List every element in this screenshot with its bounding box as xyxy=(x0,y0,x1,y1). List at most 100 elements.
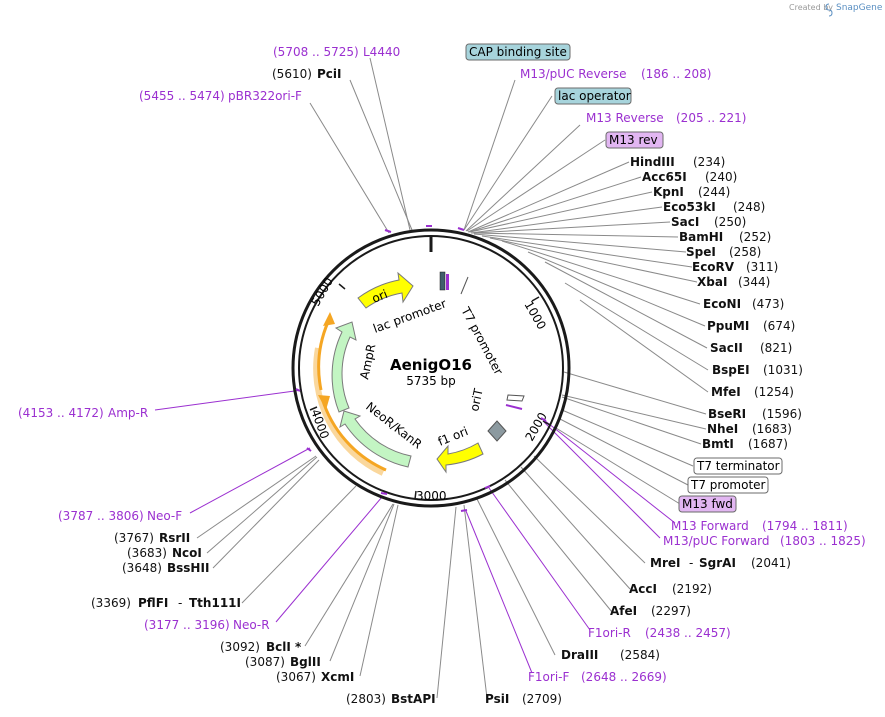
primer-m13puc-rev-name: M13/pUC Reverse xyxy=(520,67,627,81)
enzyme-sgrai-name: SgrAI xyxy=(699,556,736,570)
outer-orange-halo xyxy=(313,347,385,476)
primer-m13puc-fwd-range: (1803 .. 1825) xyxy=(780,534,866,548)
m13-rev-label: M13 rev xyxy=(609,133,658,147)
enzyme-ppumi-pos: (674) xyxy=(763,319,795,333)
lac-operator-box[interactable]: lac operator xyxy=(554,87,632,105)
enzyme-xbai-pos: (344) xyxy=(738,275,770,289)
cap-site-marker[interactable] xyxy=(439,271,446,291)
plasmid-name: AenigO16 xyxy=(390,356,472,374)
enzyme-sacii-name: SacII xyxy=(710,341,743,355)
enzyme-bamhi-pos: (252) xyxy=(739,230,771,244)
enzyme-xcmi-pos: (3067) xyxy=(276,670,316,684)
primer-l4440-name: L4440 xyxy=(363,45,400,59)
enzyme-mfei-pos: (1254) xyxy=(754,385,794,399)
enzyme-acc65i-name: Acc65I xyxy=(642,170,687,184)
enzyme-saci-pos: (250) xyxy=(714,215,746,229)
enzyme-kpni-pos: (244) xyxy=(698,185,730,199)
enzyme-acc65i-pos: (240) xyxy=(705,170,737,184)
enzyme-xcmi-name: XcmI xyxy=(321,670,354,684)
enzyme-pflfi-name: PflFI xyxy=(138,596,168,610)
feature-f1-ori-label: f1 ori xyxy=(436,424,470,449)
enzyme-nhei-name: NheI xyxy=(707,422,738,436)
enzyme-bcli-name: BclI * xyxy=(266,640,302,654)
primer-m13-forward-range: (1794 .. 1811) xyxy=(762,519,848,533)
enzyme-spei-name: SpeI xyxy=(686,245,716,259)
orange-arrowhead-upper xyxy=(323,312,335,326)
enzyme-hindiii-name: HindIII xyxy=(630,155,675,169)
orit-marker[interactable] xyxy=(487,420,507,442)
primer-l4440-range: (5708 .. 5725) xyxy=(273,45,359,59)
t7-promoter-box[interactable]: T7 promoter xyxy=(687,476,769,494)
enzyme-bmti-name: BmtI xyxy=(702,437,734,451)
feature-orit-label: oriT xyxy=(467,387,486,413)
feature-ori-label: ori xyxy=(370,287,390,306)
enzyme-draiii-name: DraIII xyxy=(561,648,598,662)
enzyme-pcii-name: PciI xyxy=(317,67,342,81)
cap-binding-site-box[interactable]: CAP binding site xyxy=(465,43,571,61)
enzyme-mrei-sep: - xyxy=(689,556,693,570)
enzyme-bglii-name: BglII xyxy=(290,655,321,669)
primer-f1ori-f-name: F1ori-F xyxy=(528,670,569,684)
primer-neo-r-range: (3177 .. 3196) xyxy=(144,618,230,632)
enzyme-saci-name: SacI xyxy=(671,215,699,229)
cap-binding-site-label: CAP binding site xyxy=(469,45,567,59)
m13-fwd-marker[interactable] xyxy=(505,404,523,410)
m13-fwd-label: M13 fwd xyxy=(682,497,733,511)
leader-pcii xyxy=(349,79,413,231)
primer-m13-reverse-name: M13 Reverse xyxy=(586,111,664,125)
enzyme-mfei-name: MfeI xyxy=(711,385,741,399)
leader-lines xyxy=(196,57,709,699)
plasmid-size: 5735 bp xyxy=(406,374,456,388)
t7-terminator-box[interactable]: T7 terminator xyxy=(693,457,783,475)
credit-brand[interactable]: SnapGene xyxy=(836,3,883,13)
tick-label-2000: 2000 xyxy=(522,410,549,443)
primer-m13puc-rev-range: (186 .. 208) xyxy=(641,67,711,81)
enzyme-pflfi-pos: (3369) xyxy=(91,596,131,610)
primer-site-marks xyxy=(295,225,547,512)
enzyme-bstapi-pos: (2803) xyxy=(346,692,386,706)
enzyme-acci-pos: (2192) xyxy=(672,582,712,596)
feature-ampr-label: AmpR xyxy=(357,343,378,381)
enzyme-bsshii-pos: (3648) xyxy=(122,561,162,575)
enzyme-ppumi-name: PpuMI xyxy=(707,319,749,333)
primer-pbr322-name: pBR322ori-F xyxy=(228,89,302,103)
enzyme-nhei-pos: (1683) xyxy=(752,422,792,436)
t7-terminator-marker[interactable] xyxy=(506,394,525,402)
enzyme-bspei-name: BspEI xyxy=(712,363,750,377)
enzyme-spei-pos: (258) xyxy=(729,245,761,259)
primer-neo-f-range: (3787 .. 3806) xyxy=(58,509,144,523)
m13-rev-marker[interactable] xyxy=(446,274,449,290)
primer-amp-r-name: Amp-R xyxy=(108,406,148,420)
enzyme-psii-name: PsiI xyxy=(485,692,509,706)
enzyme-afei-pos: (2297) xyxy=(651,604,691,618)
primer-m13-reverse-range: (205 .. 221) xyxy=(676,111,746,125)
primer-leader-lines xyxy=(154,389,676,674)
neor-gene-arrow[interactable] xyxy=(339,410,412,468)
enzyme-hindiii-pos: (234) xyxy=(693,155,725,169)
enzyme-bamhi-name: BamHI xyxy=(679,230,723,244)
enzyme-mrei-pos: (2041) xyxy=(751,556,791,570)
enzyme-kpni-name: KpnI xyxy=(653,185,684,199)
orange-arrowhead-lower xyxy=(318,395,330,410)
enzyme-acci-name: AccI xyxy=(629,582,657,596)
m13-rev-box[interactable]: M13 rev xyxy=(605,131,664,149)
primer-pbr322-range: (5455 .. 5474) xyxy=(139,89,225,103)
enzyme-rsrii-pos: (3767) xyxy=(114,531,154,545)
primer-labels: (5708 .. 5725) L4440 (5455 .. 5474) pBR3… xyxy=(18,45,866,684)
ori-feature-arrow[interactable] xyxy=(357,271,414,309)
ampr-gene-arrow[interactable] xyxy=(331,321,357,413)
enzyme-tth111i-name: Tth111I xyxy=(189,596,241,610)
scale-ticks xyxy=(309,283,551,500)
enzyme-eco53ki-pos: (248) xyxy=(733,200,765,214)
enzyme-econi-pos: (473) xyxy=(752,297,784,311)
enzyme-econi-name: EcoNI xyxy=(703,297,741,311)
enzyme-rsrii-name: RsrII xyxy=(159,531,190,545)
f1-ori-arrow[interactable] xyxy=(436,442,484,474)
m13-fwd-box[interactable]: M13 fwd xyxy=(678,495,737,513)
t7-promoter-marker[interactable] xyxy=(460,276,469,295)
enzyme-afei-name: AfeI xyxy=(610,604,637,618)
tick-label-5000: 5000 xyxy=(308,275,335,308)
tick-label-1000: 1000 xyxy=(521,299,548,332)
